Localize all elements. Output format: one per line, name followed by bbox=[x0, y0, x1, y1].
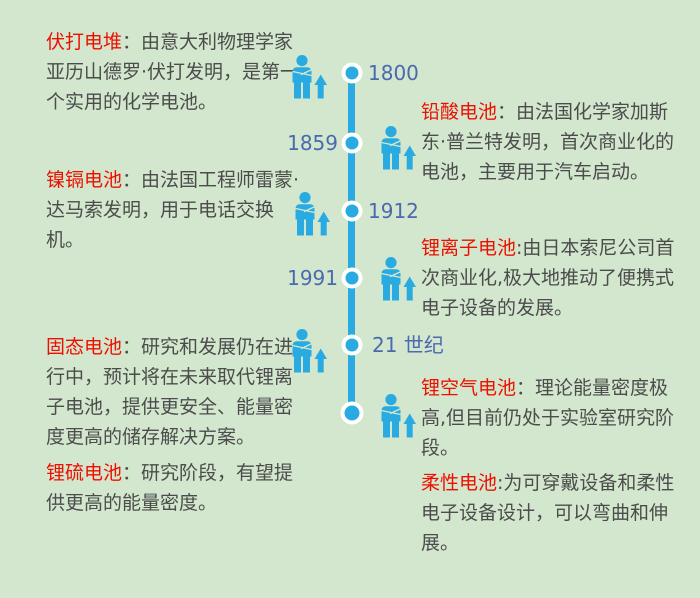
event-description: ：由法国化学家加斯东·普兰特发明，首次商业化的电池，主要用于汽车启动。 bbox=[421, 101, 675, 183]
year-label-1859: 1859 bbox=[287, 131, 338, 155]
timeline-dot-1912 bbox=[341, 200, 363, 222]
timeline-dot-1859 bbox=[341, 132, 363, 154]
event-description: ：由意大利物理学家亚历山德罗·伏打发明，是第一个实用的化学电池。 bbox=[46, 31, 300, 113]
timeline-dot-1991 bbox=[341, 267, 363, 289]
timeline-dot-21st-century bbox=[341, 334, 363, 356]
year-label-1800: 1800 bbox=[368, 61, 419, 85]
person-with-up-arrow-icon bbox=[378, 257, 416, 301]
event-title: 锂离子电池 bbox=[421, 237, 517, 259]
year-label-1991: 1991 bbox=[287, 266, 338, 290]
event-description: ：研究和发展仍在进行中，预计将在未来取代锂离子电池，提供更安全、能量密度更高的储… bbox=[46, 336, 294, 448]
timeline-line bbox=[348, 73, 355, 413]
event-block-lithium-ion-battery: 锂离子电池:由日本索尼公司首次商业化,极大地推动了便携式电子设备的发展。 bbox=[421, 233, 681, 323]
event-title: 固态电池 bbox=[46, 336, 123, 358]
timeline-end-dot bbox=[340, 401, 364, 425]
person-with-up-arrow-icon bbox=[289, 55, 327, 99]
event-description: :为可穿戴设备和柔性电子设备设计，可以弯曲和伸展。 bbox=[421, 472, 675, 554]
event-block-voltaic-pile: 伏打电堆：由意大利物理学家亚历山德罗·伏打发明，是第一个实用的化学电池。 bbox=[46, 27, 300, 117]
event-title: 柔性电池 bbox=[421, 472, 498, 494]
event-block-lead-acid-battery: 铅酸电池：由法国化学家加斯东·普兰特发明，首次商业化的电池，主要用于汽车启动。 bbox=[421, 97, 681, 187]
event-description: ：理论能量密度极高,但目前仍处于实验室研究阶段。 bbox=[421, 377, 675, 459]
person-with-up-arrow-icon bbox=[292, 192, 330, 236]
event-title: 铅酸电池 bbox=[421, 101, 498, 123]
event-description: ：研究阶段，有望提供更高的能量密度。 bbox=[46, 462, 294, 514]
event-title: 锂空气电池 bbox=[421, 377, 517, 399]
timeline-dot-1800 bbox=[341, 62, 363, 84]
event-block-nicd-battery: 镍镉电池：由法国工程师雷蒙·达马索发明，用于电话交换机。 bbox=[46, 165, 300, 255]
event-title: 镍镉电池 bbox=[46, 169, 123, 191]
person-with-up-arrow-icon bbox=[378, 126, 416, 170]
event-description: ：由法国工程师雷蒙·达马索发明，用于电话交换机。 bbox=[46, 169, 300, 251]
year-label-1912: 1912 bbox=[368, 199, 419, 223]
event-block-flexible-battery: 柔性电池:为可穿戴设备和柔性电子设备设计，可以弯曲和伸展。 bbox=[421, 468, 681, 558]
person-with-up-arrow-icon bbox=[378, 394, 416, 438]
event-title: 锂硫电池 bbox=[46, 462, 123, 484]
event-block-solid-state-battery: 固态电池：研究和发展仍在进行中，预计将在未来取代锂离子电池，提供更安全、能量密度… bbox=[46, 332, 300, 452]
event-block-lithium-air-battery: 锂空气电池：理论能量密度极高,但目前仍处于实验室研究阶段。 bbox=[421, 373, 681, 463]
person-with-up-arrow-icon bbox=[289, 329, 327, 373]
year-label-21st-century: 21 世纪 bbox=[372, 333, 444, 357]
event-description: :由日本索尼公司首次商业化,极大地推动了便携式电子设备的发展。 bbox=[421, 237, 675, 319]
event-title: 伏打电堆 bbox=[46, 31, 123, 53]
event-block-lithium-sulfur-battery: 锂硫电池：研究阶段，有望提供更高的能量密度。 bbox=[46, 458, 300, 518]
